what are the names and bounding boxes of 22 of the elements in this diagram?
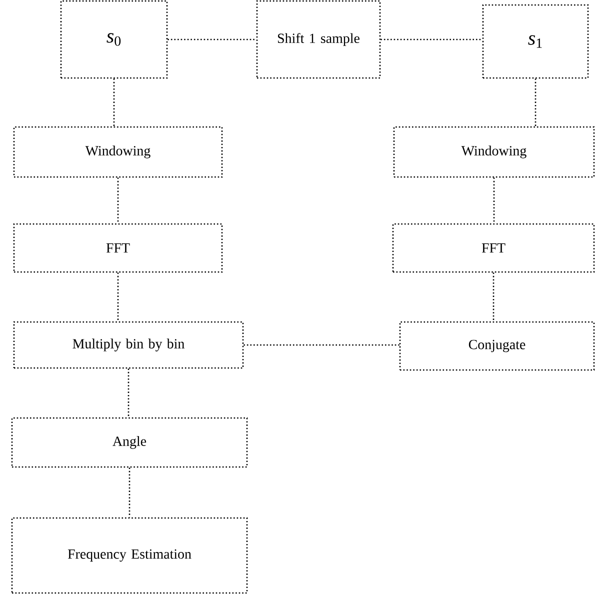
connector-line (128, 468, 130, 518)
process-box: Windowing (13, 126, 223, 178)
connector-line (113, 78, 115, 126)
process-box: FFT (392, 223, 595, 273)
process-box: Angle (11, 417, 248, 468)
process-box: Windowing (393, 126, 595, 178)
connector-line (380, 38, 482, 40)
connector-line (117, 178, 119, 224)
process-box: FFT (13, 223, 223, 273)
connector-line (117, 272, 119, 322)
connector-line (534, 78, 536, 126)
process-box: Shift 1 sample (256, 0, 381, 79)
process-box: s$_{1}$ (482, 4, 589, 79)
process-box: Frequency Estimation (11, 517, 248, 594)
process-box: Multiply bin by bin (13, 321, 244, 369)
connector-line (492, 272, 494, 322)
process-box: s$_{0}$ (60, 0, 168, 79)
connector-line (128, 368, 130, 418)
connector-line (244, 344, 400, 346)
connector-line (493, 178, 495, 224)
process-box: Conjugate (399, 321, 595, 371)
connector-line (168, 38, 256, 40)
